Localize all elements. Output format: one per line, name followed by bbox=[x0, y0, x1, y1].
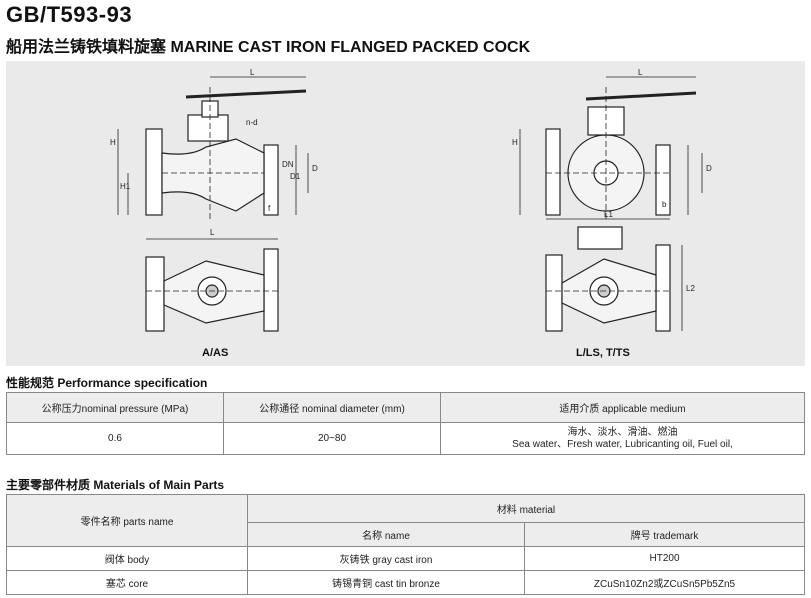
label-d1: D1 bbox=[290, 172, 301, 181]
valve-l-plan-view bbox=[545, 218, 683, 332]
valve-a-front-view bbox=[117, 76, 309, 221]
header-material: 材料 material bbox=[247, 494, 805, 523]
table-row: 阀体 body 灰铸铁 gray cast iron HT200 bbox=[6, 546, 805, 571]
medium-en: Sea water、Fresh water, Lubricanting oil,… bbox=[512, 438, 733, 450]
label-h-right: H bbox=[512, 138, 518, 147]
materials-table: 零件名称 parts name 材料 material 名称 name 牌号 t… bbox=[6, 494, 805, 595]
label-l2: L2 bbox=[686, 284, 695, 293]
cell-name: 铸锡青铜 cast tin bronze bbox=[247, 570, 525, 595]
header-medium: 适用介质 applicable medium bbox=[440, 392, 805, 423]
header-material-name: 名称 name bbox=[247, 522, 525, 547]
header-diameter: 公称通径 nominal diameter (mm) bbox=[223, 392, 441, 423]
page-title: GB/T593-93 bbox=[6, 2, 133, 27]
label-dn: DN bbox=[282, 160, 294, 169]
table-row: 塞芯 core 铸锡青铜 cast tin bronze ZCuSn10Zn2或… bbox=[6, 570, 805, 595]
drawing-svg: L H H1 n-d DN D1 D f L L H b D L2 L1 bbox=[110, 68, 712, 332]
cell-pressure: 0.6 bbox=[6, 422, 224, 455]
caption-right: L/LS, T/TS bbox=[576, 347, 630, 359]
label-l1: L1 bbox=[604, 210, 613, 219]
label-n-d: n-d bbox=[246, 118, 258, 127]
label-b: b bbox=[662, 200, 667, 209]
technical-drawing: L H H1 n-d DN D1 D f L L H b D L2 L1 A/A… bbox=[6, 61, 805, 366]
label-l-right: L bbox=[638, 68, 643, 77]
label-f: f bbox=[268, 204, 271, 213]
materials-heading: 主要零部件材质 Materials of Main Parts bbox=[6, 478, 225, 492]
caption-left: A/AS bbox=[202, 347, 229, 359]
label-l-plan: L bbox=[210, 228, 215, 237]
label-d: D bbox=[312, 164, 318, 173]
materials-header-row-1: 零件名称 parts name 材料 material bbox=[6, 494, 805, 547]
valve-l-front-view bbox=[519, 76, 703, 221]
label-h: H bbox=[110, 138, 116, 147]
cell-diameter: 20~80 bbox=[223, 422, 441, 455]
cell-part: 阀体 body bbox=[6, 546, 248, 571]
cell-part: 塞芯 core bbox=[6, 570, 248, 595]
cell-trademark: ZCuSn10Zn2或ZCuSn5Pb5Zn5 bbox=[524, 570, 805, 595]
cell-trademark: HT200 bbox=[524, 546, 805, 571]
label-d-right: D bbox=[706, 164, 712, 173]
performance-heading: 性能规范 Performance specification bbox=[6, 376, 208, 390]
medium-cn: 海水、淡水、滑油、燃油 bbox=[567, 426, 678, 438]
header-pressure: 公称压力nominal pressure (MPa) bbox=[6, 392, 224, 423]
cell-medium: 海水、淡水、滑油、燃油 Sea water、Fresh water, Lubri… bbox=[440, 422, 805, 455]
header-part-name: 零件名称 parts name bbox=[6, 494, 248, 547]
header-trademark: 牌号 trademark bbox=[524, 522, 805, 547]
performance-data-row: 0.6 20~80 海水、淡水、滑油、燃油 Sea water、Fresh wa… bbox=[6, 422, 805, 455]
valve-a-plan-view bbox=[145, 238, 279, 332]
performance-table: 公称压力nominal pressure (MPa) 公称通径 nominal … bbox=[6, 392, 805, 455]
page-subtitle: 船用法兰铸铁填料旋塞 MARINE CAST IRON FLANGED PACK… bbox=[6, 39, 531, 56]
label-l: L bbox=[250, 68, 255, 77]
label-h1: H1 bbox=[120, 182, 131, 191]
performance-header-row: 公称压力nominal pressure (MPa) 公称通径 nominal … bbox=[6, 392, 805, 423]
cell-name: 灰铸铁 gray cast iron bbox=[247, 546, 525, 571]
